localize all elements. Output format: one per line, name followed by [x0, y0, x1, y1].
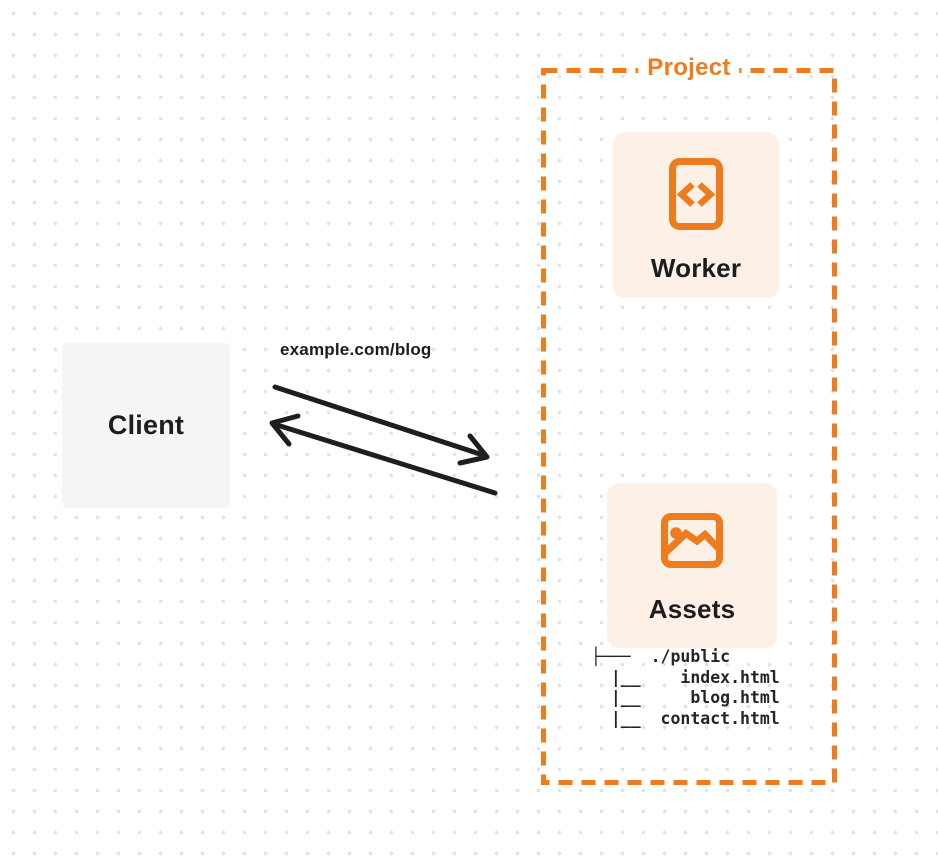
worker-card: Worker	[613, 132, 779, 298]
image-icon	[661, 513, 723, 568]
worker-label: Worker	[650, 253, 742, 283]
request-arrow-icon	[272, 384, 490, 466]
client-box: Client	[62, 343, 230, 508]
project-label: Project	[638, 54, 740, 82]
assets-card: Assets	[607, 483, 777, 648]
response-arrow-icon	[269, 413, 498, 496]
assets-label: Assets	[648, 594, 736, 624]
project-boundary: Project Worker Assets ├─── ./public |__ …	[541, 54, 837, 785]
request-url-label: example.com/blog	[280, 340, 432, 359]
assets-file-tree: ├─── ./public |__ index.html |__ blog.ht…	[591, 647, 780, 728]
code-file-icon	[669, 158, 723, 230]
client-label: Client	[107, 410, 185, 440]
